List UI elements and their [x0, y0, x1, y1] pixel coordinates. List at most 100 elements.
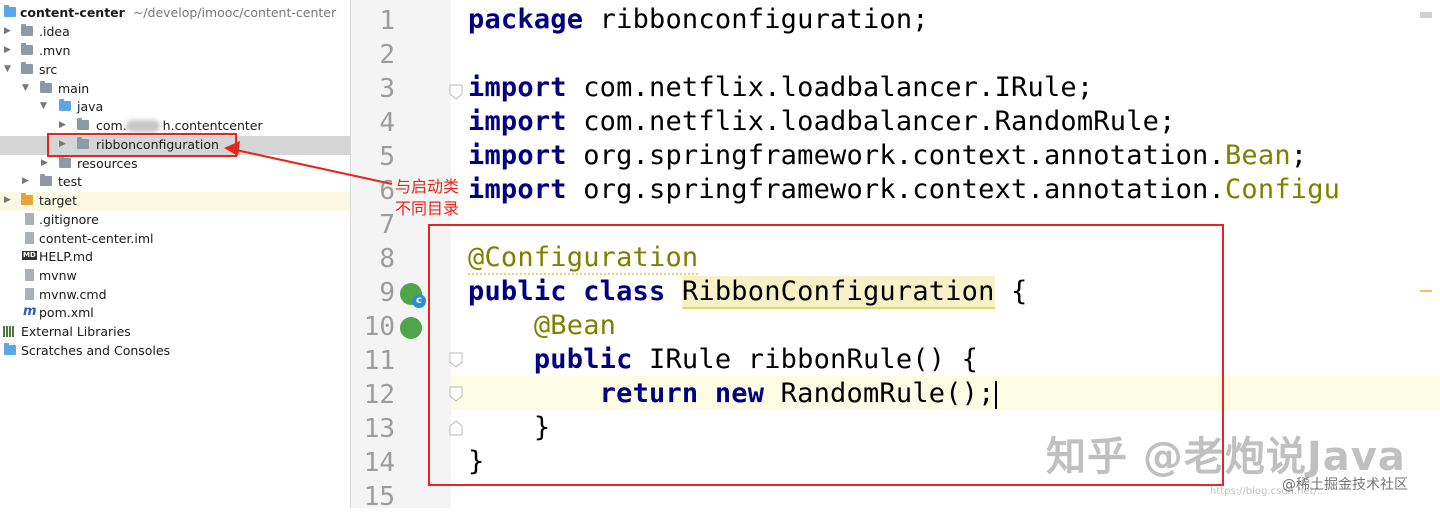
tree-item-mvnw[interactable]: mvnw [0, 267, 350, 286]
module-folder-icon [4, 5, 16, 17]
project-tree: content-center~/develop/imooc/content-ce… [0, 0, 351, 508]
tree-item-java[interactable]: ▼ java [0, 98, 350, 117]
tree-item-label: test [58, 174, 83, 189]
code-line-6[interactable]: import org.springframework.context.annot… [468, 174, 1340, 208]
root-name: content-center [20, 5, 125, 20]
annotation-text: 与启动类 不同目录 [395, 176, 459, 220]
line-number: 9 [379, 278, 395, 308]
chevron-down-icon[interactable]: ▼ [22, 83, 29, 93]
file-icon [25, 232, 34, 244]
chevron-right-icon[interactable]: ▶ [4, 195, 11, 205]
chevron-right-icon[interactable]: ▶ [41, 158, 48, 168]
excluded-folder-icon [21, 193, 33, 205]
file-icon [25, 213, 34, 225]
line-number: 5 [379, 142, 395, 172]
code-text: { [994, 276, 1028, 307]
keyword: public [533, 344, 633, 375]
code-line-4[interactable]: import com.netflix.loadbalancer.RandomRu… [468, 106, 1176, 140]
annotation-arrow-icon [224, 141, 393, 185]
code-editor[interactable]: 1 2 3 4 5 6 7 8 9 10 11 12 13 14 15 c pa… [351, 0, 1440, 512]
code-highlight-box [428, 224, 1224, 486]
tree-item-iml[interactable]: content-center.iml [0, 230, 350, 249]
code-line-8[interactable]: @Configuration [468, 242, 699, 276]
line-number: 10 [363, 312, 395, 342]
fold-end-icon[interactable] [448, 419, 464, 437]
tree-item-help-md[interactable]: MD HELP.md [0, 248, 350, 267]
keyword: return new [599, 378, 765, 409]
line-number: 15 [363, 482, 395, 512]
tree-item-mvnw-cmd[interactable]: mvnw.cmd [0, 286, 350, 305]
tree-item-label: .mvn [39, 43, 71, 58]
folder-icon [40, 174, 52, 186]
code-line-10[interactable]: @Bean [468, 310, 616, 344]
tree-item-target[interactable]: ▶ target [0, 192, 350, 211]
watermark-juejin: @稀土掘金技术社区 [1282, 477, 1408, 493]
bean-method-icon[interactable] [400, 317, 422, 339]
chevron-right-icon[interactable]: ▶ [59, 120, 66, 130]
chevron-right-icon[interactable]: ▶ [4, 26, 11, 36]
chevron-down-icon[interactable]: ▼ [4, 64, 11, 74]
chevron-right-icon[interactable]: ▶ [22, 176, 29, 186]
tree-item-main[interactable]: ▼ main [0, 80, 350, 99]
tree-item-label: content-center.iml [39, 231, 154, 246]
tree-item-label: ribbonconfiguration [96, 137, 219, 152]
file-icon [25, 269, 34, 281]
code-line-9[interactable]: public class RibbonConfiguration { [468, 276, 1028, 310]
code-line-14[interactable]: } [468, 446, 484, 480]
folder-icon [40, 81, 52, 93]
source-folder-icon [59, 99, 71, 111]
tree-item-gitignore[interactable]: .gitignore [0, 211, 350, 230]
code-text: IRule ribbonRule() { [632, 344, 979, 375]
library-icon [3, 326, 16, 337]
folder-icon [21, 24, 33, 36]
markdown-icon: MD [22, 251, 37, 260]
chevron-down-icon[interactable]: ▼ [40, 101, 47, 111]
maven-icon: m [23, 304, 37, 319]
tree-item-label: External Libraries [21, 324, 131, 339]
tree-item-label: mvnw.cmd [39, 287, 107, 302]
tree-item-resources[interactable]: ▶ resources [0, 155, 350, 174]
tree-root[interactable]: content-center~/develop/imooc/content-ce… [0, 4, 350, 23]
code-line-12[interactable]: return new RandomRule(); [468, 378, 997, 412]
run-class-icon[interactable]: c [400, 283, 426, 308]
keyword: import [468, 106, 567, 137]
code-line-11[interactable]: public IRule ribbonRule() { [468, 344, 978, 378]
scrollbar-top-marker[interactable] [1420, 12, 1432, 18]
fold-marker-icon[interactable] [448, 83, 464, 101]
keyword: package [468, 4, 584, 35]
code-line-3[interactable]: import com.netflix.loadbalancer.IRule; [468, 72, 1093, 106]
chevron-right-icon[interactable]: ▶ [59, 139, 66, 149]
tree-item-src[interactable]: ▼ src [0, 61, 350, 80]
tree-item-ribbonconfiguration[interactable]: ▶ ribbonconfiguration [0, 136, 350, 155]
tree-item-external-libraries[interactable]: External Libraries [0, 323, 350, 342]
fold-marker-icon[interactable] [448, 351, 464, 369]
code-line-1[interactable]: package ribbonconfiguration; [468, 4, 929, 38]
code-text: com.netflix.loadbalancer.RandomRule; [566, 106, 1176, 137]
tree-item-pom[interactable]: m pom.xml [0, 304, 350, 323]
tree-item-mvn[interactable]: ▶ .mvn [0, 42, 350, 61]
keyword: import [468, 174, 567, 205]
code-text: } [468, 446, 485, 477]
fold-marker-icon[interactable] [448, 385, 464, 403]
chevron-right-icon[interactable]: ▶ [4, 45, 11, 55]
keyword: import [468, 72, 567, 103]
tree-item-label: Scratches and Consoles [21, 343, 171, 358]
tree-item-package[interactable]: ▶ com.h.contentcenter [0, 117, 350, 136]
editor-gutter [351, 0, 451, 508]
annotation-ref: Bean [1224, 140, 1291, 171]
tree-item-test[interactable]: ▶ test [0, 173, 350, 192]
keyword: public class [468, 276, 666, 307]
class-badge-icon: c [412, 294, 426, 308]
annotation-ref: Configu [1224, 174, 1341, 205]
line-number: 3 [379, 74, 395, 104]
blurred-region [126, 120, 160, 132]
code-line-13[interactable]: } [468, 412, 550, 446]
line-number: 13 [363, 414, 395, 444]
tree-item-scratches[interactable]: Scratches and Consoles [0, 342, 350, 361]
tree-item-idea[interactable]: ▶ .idea [0, 23, 350, 42]
code-line-5[interactable]: import org.springframework.context.annot… [468, 140, 1307, 174]
watermark-zhihu: 知乎 @老炮说Java [1046, 434, 1406, 480]
class-name: RibbonConfiguration [681, 276, 995, 309]
scrollbar-warning-marker[interactable] [1420, 290, 1432, 292]
code-text: org.springframework.context.annotation. [566, 174, 1225, 205]
